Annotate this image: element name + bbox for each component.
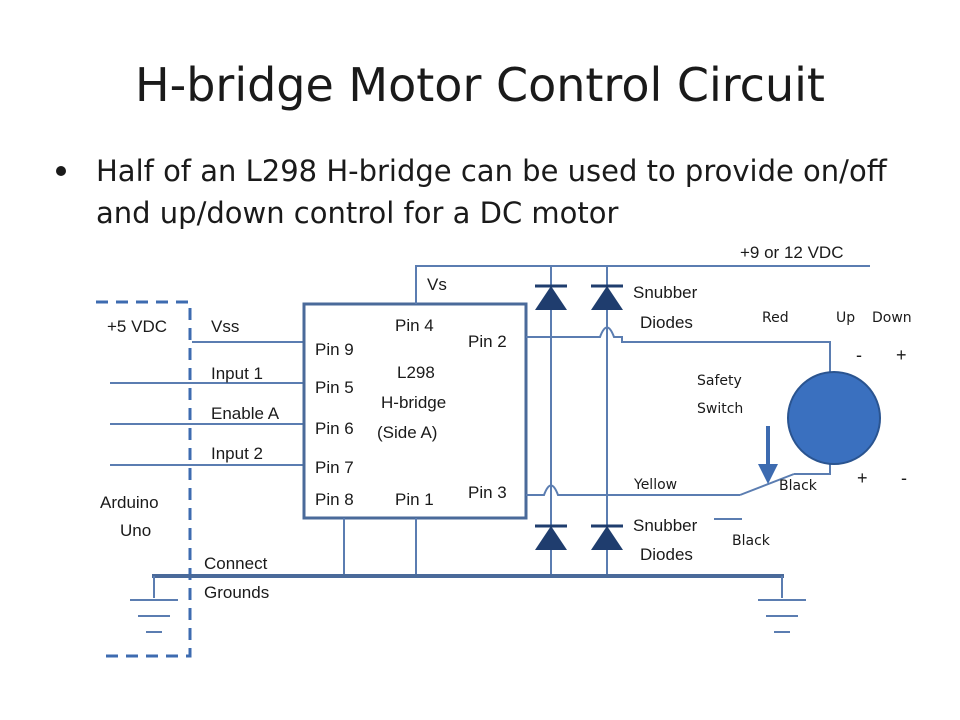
diode-bottom-right	[591, 526, 623, 550]
pin4-label: Pin 4	[395, 316, 434, 335]
safety-arrow-head-icon	[758, 464, 778, 484]
motor-top-down-sign: +	[896, 345, 907, 365]
wire-pin3-out	[526, 484, 740, 496]
red-wire-label: Red	[762, 310, 789, 326]
pin6-label: Pin 6	[315, 419, 354, 438]
yellow-wire-label: Yellow	[633, 477, 677, 493]
pin8-label: Pin 8	[315, 490, 354, 509]
wire-pin2-out	[526, 326, 831, 378]
enable-a-label: Enable A	[211, 404, 280, 423]
grounds-line1: Connect	[204, 554, 268, 573]
snubber-top-line2: Diodes	[640, 313, 693, 332]
safety-switch-blade	[739, 473, 795, 496]
black-switch-label: Black	[732, 533, 771, 549]
chip-name-line2: H-bridge	[381, 393, 446, 412]
grounds-line2: Grounds	[204, 583, 269, 602]
snubber-bottom-line1: Snubber	[633, 516, 698, 535]
wire-vs	[415, 265, 870, 304]
motor-bottom-up-sign: +	[857, 468, 868, 488]
vss-label: Vss	[211, 317, 239, 336]
pin3-label: Pin 3	[468, 483, 507, 502]
diode-bottom-left	[535, 526, 567, 550]
diode-top-right	[591, 286, 623, 310]
pin1-label: Pin 1	[395, 490, 434, 509]
black-motor-label: Black	[779, 478, 818, 494]
dc-motor	[787, 371, 881, 465]
vs-label: Vs	[427, 275, 447, 294]
safety-switch-line2: Switch	[697, 401, 743, 417]
chip-name-line1: L298	[397, 363, 435, 382]
motor-bottom-down-sign: -	[901, 468, 907, 488]
pin9-label: Pin 9	[315, 340, 354, 359]
diode-top-left	[535, 286, 567, 310]
down-label: Down	[872, 310, 912, 326]
slide-title: H-bridge Motor Control Circuit	[135, 58, 825, 112]
pin2-label: Pin 2	[468, 332, 507, 351]
safety-switch-line1: Safety	[697, 373, 742, 389]
chip-name-line3: (Side A)	[377, 423, 437, 442]
arduino-name-line1: Arduino	[100, 493, 159, 512]
pin5-label: Pin 5	[315, 378, 354, 397]
arduino-boundary	[96, 300, 192, 658]
arduino-5v-label: +5 VDC	[107, 317, 167, 336]
arduino-name-line2: Uno	[120, 521, 151, 540]
up-label: Up	[836, 310, 855, 326]
pin7-label: Pin 7	[315, 458, 354, 477]
supply-label: +9 or 12 VDC	[740, 243, 843, 262]
input1-label: Input 1	[211, 364, 263, 383]
snubber-top-line1: Snubber	[633, 283, 698, 302]
input2-label: Input 2	[211, 444, 263, 463]
bullet-dot-icon	[56, 166, 66, 176]
motor-top-up-sign: -	[856, 345, 862, 365]
bullet-text: Half of an L298 H-bridge can be used to …	[96, 154, 887, 230]
snubber-bottom-line2: Diodes	[640, 545, 693, 564]
